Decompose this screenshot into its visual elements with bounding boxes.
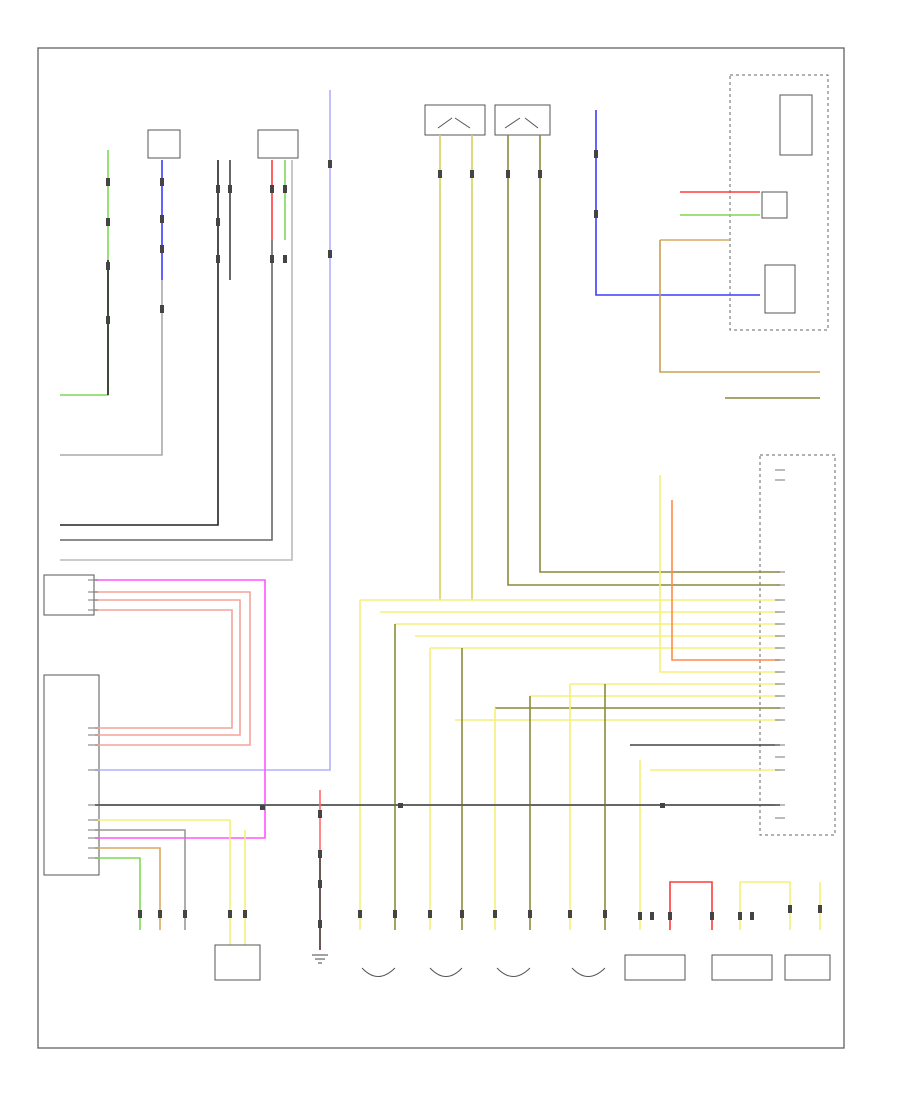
wire-orange-f [671, 500, 780, 661]
wire-yellow-lower-1 [739, 881, 791, 930]
component-box-2 [257, 129, 299, 159]
switch-contact-2 [504, 117, 539, 129]
component-box-1 [147, 129, 181, 159]
sensor-arc-3 [496, 967, 531, 977]
switch-box-2 [494, 104, 551, 136]
wire-gray-1 [60, 280, 163, 456]
wires [60, 90, 821, 950]
bottom-connector-box-3 [711, 954, 773, 981]
wire-red-lower [669, 881, 713, 930]
sensor-arc-2 [429, 967, 463, 977]
switch-contact-1 [437, 117, 471, 129]
wire-salmon-2 [95, 599, 241, 736]
bottom-connector-box-1 [214, 944, 261, 981]
ecu-left-box-1 [43, 574, 95, 616]
wire-black-2 [60, 160, 219, 526]
wire-olive-switch-4 [539, 135, 780, 573]
wire-pink-loop [95, 579, 266, 839]
bottom-connector-box-4 [784, 954, 831, 981]
connector-ticks [106, 150, 822, 928]
bottom-connectors [214, 944, 831, 981]
wire-yellow-g [659, 475, 780, 673]
sensor-arc-1 [361, 967, 396, 977]
wire-yellow-bottom-1 [95, 819, 231, 945]
meter-inner-box-2 [764, 264, 796, 314]
wire-green-left [60, 150, 109, 396]
ground-symbol [312, 954, 328, 964]
wire-tan-right [659, 240, 820, 373]
ecu-right-box [759, 454, 836, 836]
wire-lavender-long [95, 90, 331, 771]
wire-salmon-1 [95, 591, 251, 746]
wire-green-bottom [95, 857, 141, 930]
diagram-frame [37, 47, 845, 1049]
top-components [43, 74, 836, 876]
wire-salmon-3 [95, 609, 233, 729]
wire-tan-bottom [95, 847, 161, 930]
sensor-arc-4 [571, 967, 606, 977]
wire-gray-bottom [95, 829, 186, 930]
wire-gray-2 [60, 240, 273, 541]
switch-box-1 [424, 104, 486, 136]
meter-inner-box-3 [761, 191, 788, 219]
bottom-connector-box-2 [624, 954, 686, 981]
wire-blue-meter [595, 110, 760, 296]
meter-inner-box-1 [779, 94, 813, 156]
wire-gray-3 [60, 160, 293, 561]
combination-meter-box [729, 74, 829, 331]
ecu-pin-marks [88, 469, 785, 859]
wire-olive-switch-3 [507, 135, 780, 586]
ecu-left-box-2 [43, 674, 100, 876]
